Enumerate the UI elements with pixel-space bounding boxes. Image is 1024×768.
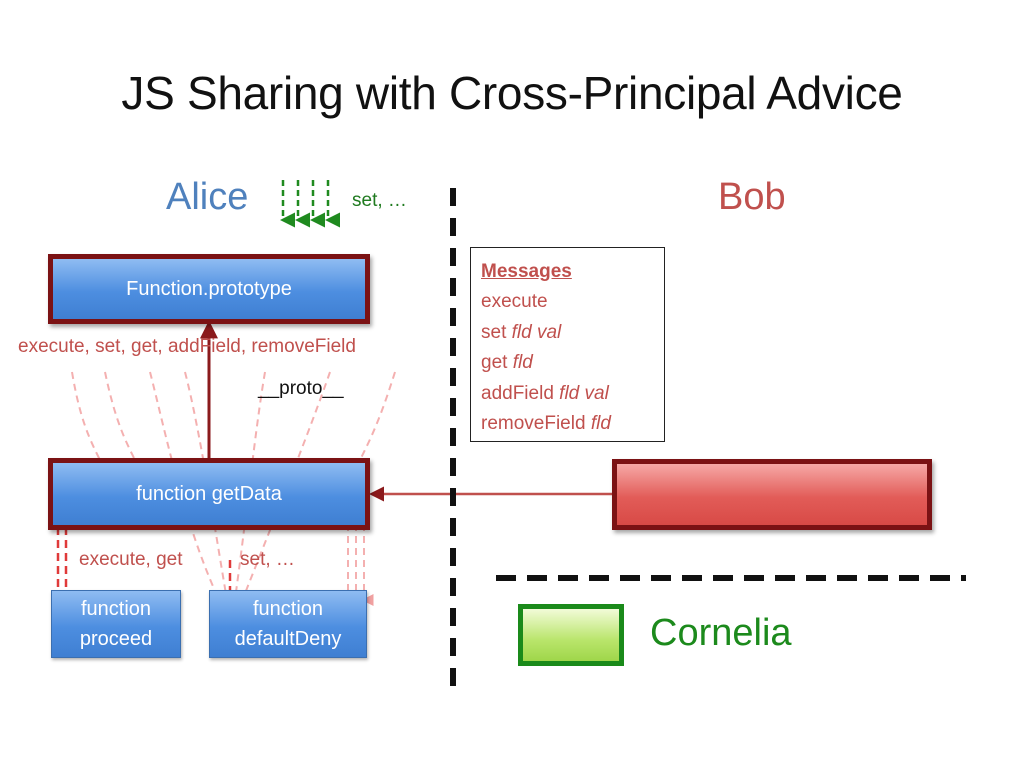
bob-label: Bob bbox=[718, 176, 786, 218]
get-data-box: function getData bbox=[48, 458, 370, 530]
bob-object-box bbox=[612, 459, 932, 530]
cornelia-label: Cornelia bbox=[650, 612, 792, 654]
message-item: execute bbox=[481, 291, 548, 313]
message-item: removeField fld bbox=[481, 413, 611, 435]
cornelia-object-box bbox=[518, 604, 624, 666]
alice-set-note: set, … bbox=[352, 190, 407, 211]
messages-heading: Messages bbox=[481, 261, 572, 282]
default-deny-line1: function bbox=[252, 598, 324, 620]
alice-set-arrows bbox=[280, 180, 340, 228]
operations-label: execute, set, get, addField, removeField bbox=[18, 336, 356, 357]
slide-title: JS Sharing with Cross-Principal Advice bbox=[121, 67, 903, 119]
get-data-label: function getData bbox=[136, 482, 282, 505]
proto-label: __proto__ bbox=[258, 378, 344, 399]
execute-get-label: execute, get bbox=[79, 549, 183, 570]
alice-label: Alice bbox=[166, 176, 249, 218]
message-item: set fld val bbox=[481, 321, 562, 343]
proceed-line2: proceed bbox=[79, 628, 153, 650]
message-item: get fld bbox=[481, 352, 533, 374]
set-more-label: set, … bbox=[240, 549, 295, 570]
messages-box: Messages execute set fld val get fld add… bbox=[470, 247, 665, 442]
proceed-line1: function bbox=[80, 598, 152, 620]
default-deny-box: function defaultDeny bbox=[209, 590, 367, 658]
function-prototype-box: Function.prototype bbox=[48, 254, 370, 324]
proceed-box: function proceed bbox=[51, 590, 181, 658]
function-prototype-label: Function.prototype bbox=[126, 277, 292, 300]
message-item: addField fld val bbox=[481, 382, 609, 404]
default-deny-line2: defaultDeny bbox=[234, 628, 342, 650]
